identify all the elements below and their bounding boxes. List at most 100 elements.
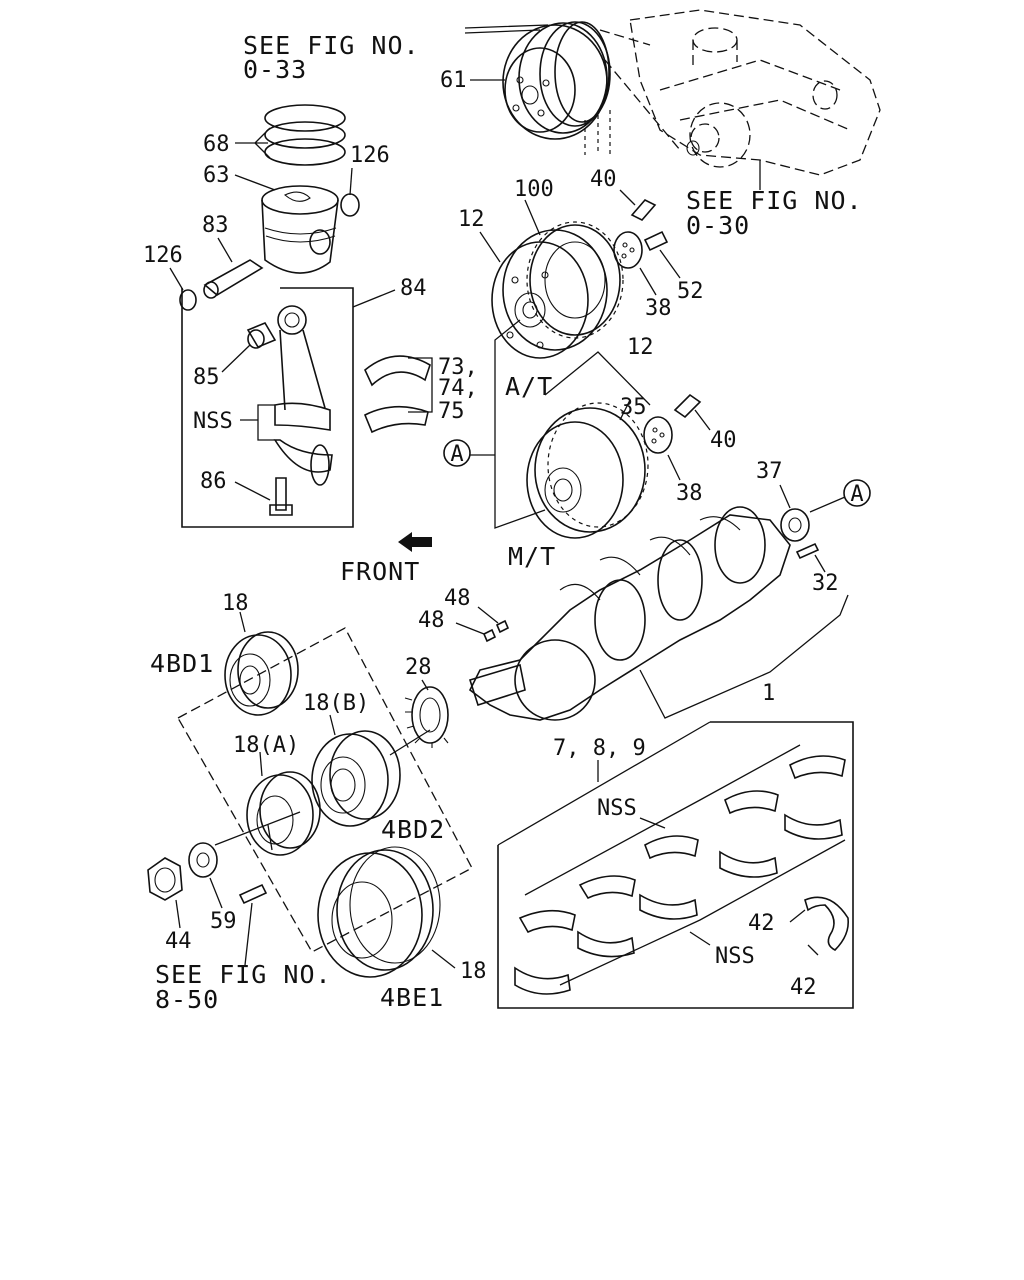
callout-73: 73, <box>438 355 478 380</box>
callout-59: 59 <box>210 909 237 934</box>
pilot-bearing-37 <box>779 484 846 542</box>
nut-44 <box>147 857 183 929</box>
connecting-rod-84 <box>273 305 333 486</box>
callout-84: 84 <box>400 276 427 301</box>
pulley-18a <box>246 751 321 856</box>
callout-68: 68 <box>203 132 230 157</box>
callout-1: 1 <box>762 681 775 706</box>
callout-12-at: 12 <box>458 207 485 232</box>
main-bearing-box <box>497 721 854 1009</box>
pulley-4bd2-18b <box>311 714 401 827</box>
power-steering-pump <box>599 9 881 190</box>
plate-38-at <box>613 231 657 296</box>
pulley-center-line <box>214 729 431 846</box>
bolt-59-ref <box>238 824 273 966</box>
callout-18-bottom: 18 <box>460 959 487 984</box>
see-fig-pump-line2: 0-30 <box>686 211 750 240</box>
variant-4bd2-label: 4BD2 <box>381 815 445 844</box>
connecting-rod-box <box>181 287 396 528</box>
marker-a-right: A <box>843 479 871 507</box>
callout-85: 85 <box>193 365 220 390</box>
callout-74: 74, <box>438 376 478 401</box>
callout-18a: 18(A) <box>233 733 299 758</box>
callout-12-mt: 12 <box>627 335 654 360</box>
callout-100: 100 <box>514 177 554 202</box>
variant-4be1-label: 4BE1 <box>380 983 444 1012</box>
snap-ring-126-lower <box>169 267 197 311</box>
crank-pulley-61 <box>464 21 611 155</box>
svg-text:A: A <box>850 482 863 507</box>
callout-83: 83 <box>202 213 229 238</box>
callout-38-mt: 38 <box>676 481 703 506</box>
callout-48-lower: 48 <box>418 608 445 633</box>
callout-40-mt: 40 <box>710 428 737 453</box>
see-fig-bolt-line1: SEE FIG NO. <box>155 960 332 989</box>
flywheel-12-leader <box>479 231 651 406</box>
washer-59 <box>188 842 223 909</box>
plugs-48 <box>455 606 510 643</box>
flywheel-mt-35 <box>526 399 649 539</box>
flexplate-at-12 <box>491 229 608 359</box>
pin-32 <box>795 542 826 573</box>
callout-126-lower: 126 <box>143 243 183 268</box>
crankshaft-1 <box>468 506 849 721</box>
callout-7-8-9: 7, 8, 9 <box>553 736 646 761</box>
piston-pin-83 <box>203 237 264 299</box>
dowel-52 <box>643 230 681 279</box>
callout-28: 28 <box>405 655 432 680</box>
see-fig-bolt-line2: 8-50 <box>155 985 219 1014</box>
callout-18-top: 18 <box>222 591 249 616</box>
rod-bearings-73-74-75 <box>363 355 433 434</box>
pulley-4bd1 <box>224 611 299 716</box>
piston-63 <box>234 174 339 274</box>
marker-a-left: A <box>443 439 471 467</box>
callout-32: 32 <box>812 571 839 596</box>
nss-rod-leader <box>240 404 275 441</box>
pulley-variant-bracket <box>177 627 473 953</box>
callout-40-at: 40 <box>590 167 617 192</box>
timing-gear-28 <box>404 679 449 748</box>
bolt-40-at <box>619 189 657 221</box>
bolt-40-mt <box>673 393 711 431</box>
at-bracket <box>458 319 546 529</box>
callout-nss-rod: NSS <box>193 409 233 434</box>
callout-63: 63 <box>203 163 230 188</box>
variant-at-label: A/T <box>505 372 553 401</box>
callout-nss-upper: NSS <box>597 796 637 821</box>
snap-ring-126-upper <box>340 167 360 217</box>
callout-126-upper: 126 <box>350 143 390 168</box>
plate-38-mt <box>643 416 681 481</box>
callout-42-upper: 42 <box>748 911 775 936</box>
callout-nss-lower: NSS <box>715 944 755 969</box>
piston-rings-68 <box>235 104 346 166</box>
rod-bolt-86 <box>234 477 293 516</box>
callout-75: 75 <box>438 399 465 424</box>
see-fig-pulley-line2: 0-33 <box>243 55 307 84</box>
callout-18b: 18(B) <box>303 691 369 716</box>
callout-86: 86 <box>200 469 227 494</box>
main-bearings-lower <box>514 813 846 995</box>
thrust-washers-42 <box>789 896 850 956</box>
front-label: FRONT <box>340 557 420 586</box>
callout-44: 44 <box>165 929 192 954</box>
ring-gear-100 <box>524 199 624 339</box>
callout-48-upper: 48 <box>444 586 471 611</box>
callout-37: 37 <box>756 459 783 484</box>
front-arrow-icon <box>398 532 432 552</box>
pulley-4be1 <box>317 846 456 978</box>
variant-mt-label: M/T <box>508 542 556 571</box>
bushing-85 <box>221 321 277 373</box>
see-fig-pump-line1: SEE FIG NO. <box>686 186 863 215</box>
callout-38-at: 38 <box>645 296 672 321</box>
callout-61: 61 <box>440 68 467 93</box>
nss-lower-leader <box>689 931 711 946</box>
callout-52: 52 <box>677 279 704 304</box>
callout-35: 35 <box>620 395 647 420</box>
svg-text:A: A <box>450 442 463 467</box>
see-fig-pulley-line1: SEE FIG NO. <box>243 31 420 60</box>
variant-4bd1-label: 4BD1 <box>150 649 214 678</box>
callout-42-lower: 42 <box>790 975 817 1000</box>
main-bearings-upper <box>518 744 846 934</box>
nss-upper-leader <box>639 817 666 829</box>
